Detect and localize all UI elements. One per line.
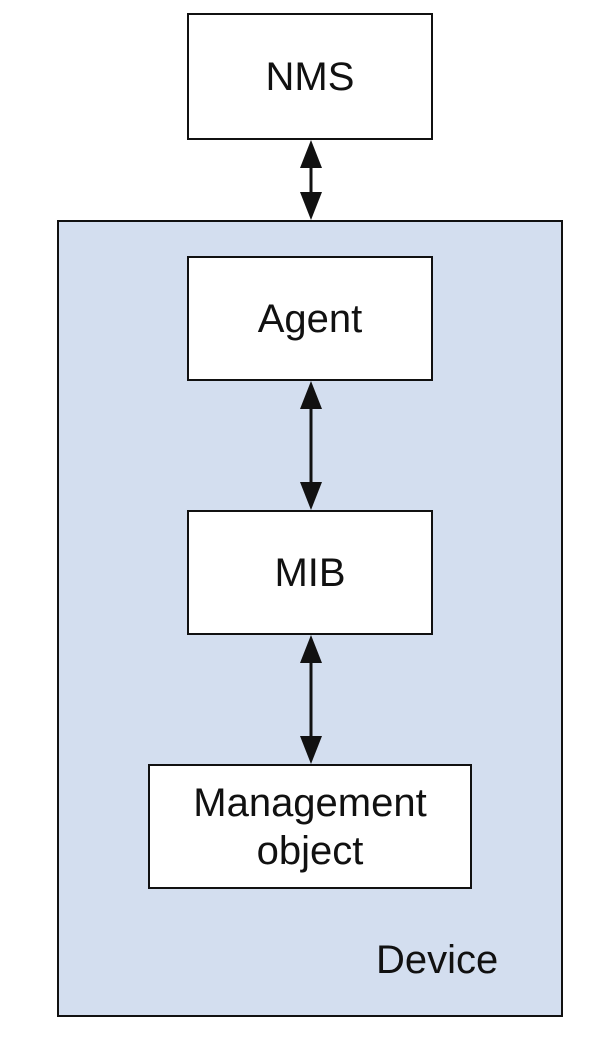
mib-label: MIB (274, 550, 346, 595)
agent-label: Agent (257, 296, 363, 341)
management-object-node: Management object (148, 764, 472, 889)
arrow-nms-agent (300, 140, 322, 220)
mib-node: MIB (187, 510, 433, 635)
nms-label: NMS (265, 54, 355, 99)
agent-node: Agent (187, 256, 433, 381)
device-label: Device (376, 938, 499, 982)
nms-node: NMS (187, 13, 433, 140)
management-object-label: Management object (193, 780, 427, 873)
